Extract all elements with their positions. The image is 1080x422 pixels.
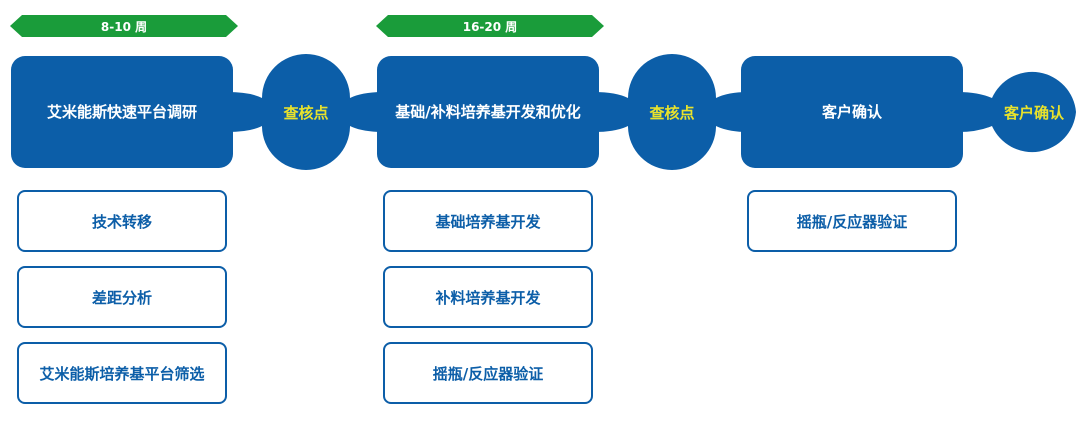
checkpoint-1: 查核点 xyxy=(283,103,329,122)
stage-1: 艾米能斯快速平台调研 xyxy=(11,56,233,168)
task-col1-3: 艾米能斯培养基平台筛选 xyxy=(17,342,227,404)
connector-1 xyxy=(228,54,384,170)
task-col1-2: 差距分析 xyxy=(17,266,227,328)
task-col3-1: 摇瓶/反应器验证 xyxy=(747,190,957,252)
checkpoint-2: 查核点 xyxy=(649,103,695,122)
task-col2-3: 摇瓶/反应器验证 xyxy=(383,342,593,404)
timeline-1: 8-10 周 xyxy=(10,15,238,37)
connector-2 xyxy=(594,54,748,170)
task-col1-1: 技术转移 xyxy=(17,190,227,252)
stage-2: 基础/补料培养基开发和优化 xyxy=(377,56,599,168)
checkpoint-3: 客户确认 xyxy=(1003,103,1064,122)
task-col2-2: 补料培养基开发 xyxy=(383,266,593,328)
task-col2-1: 基础培养基开发 xyxy=(383,190,593,252)
connector-3 xyxy=(958,71,1076,153)
timeline-2: 16-20 周 xyxy=(376,15,604,37)
stage-3: 客户确认 xyxy=(741,56,963,168)
